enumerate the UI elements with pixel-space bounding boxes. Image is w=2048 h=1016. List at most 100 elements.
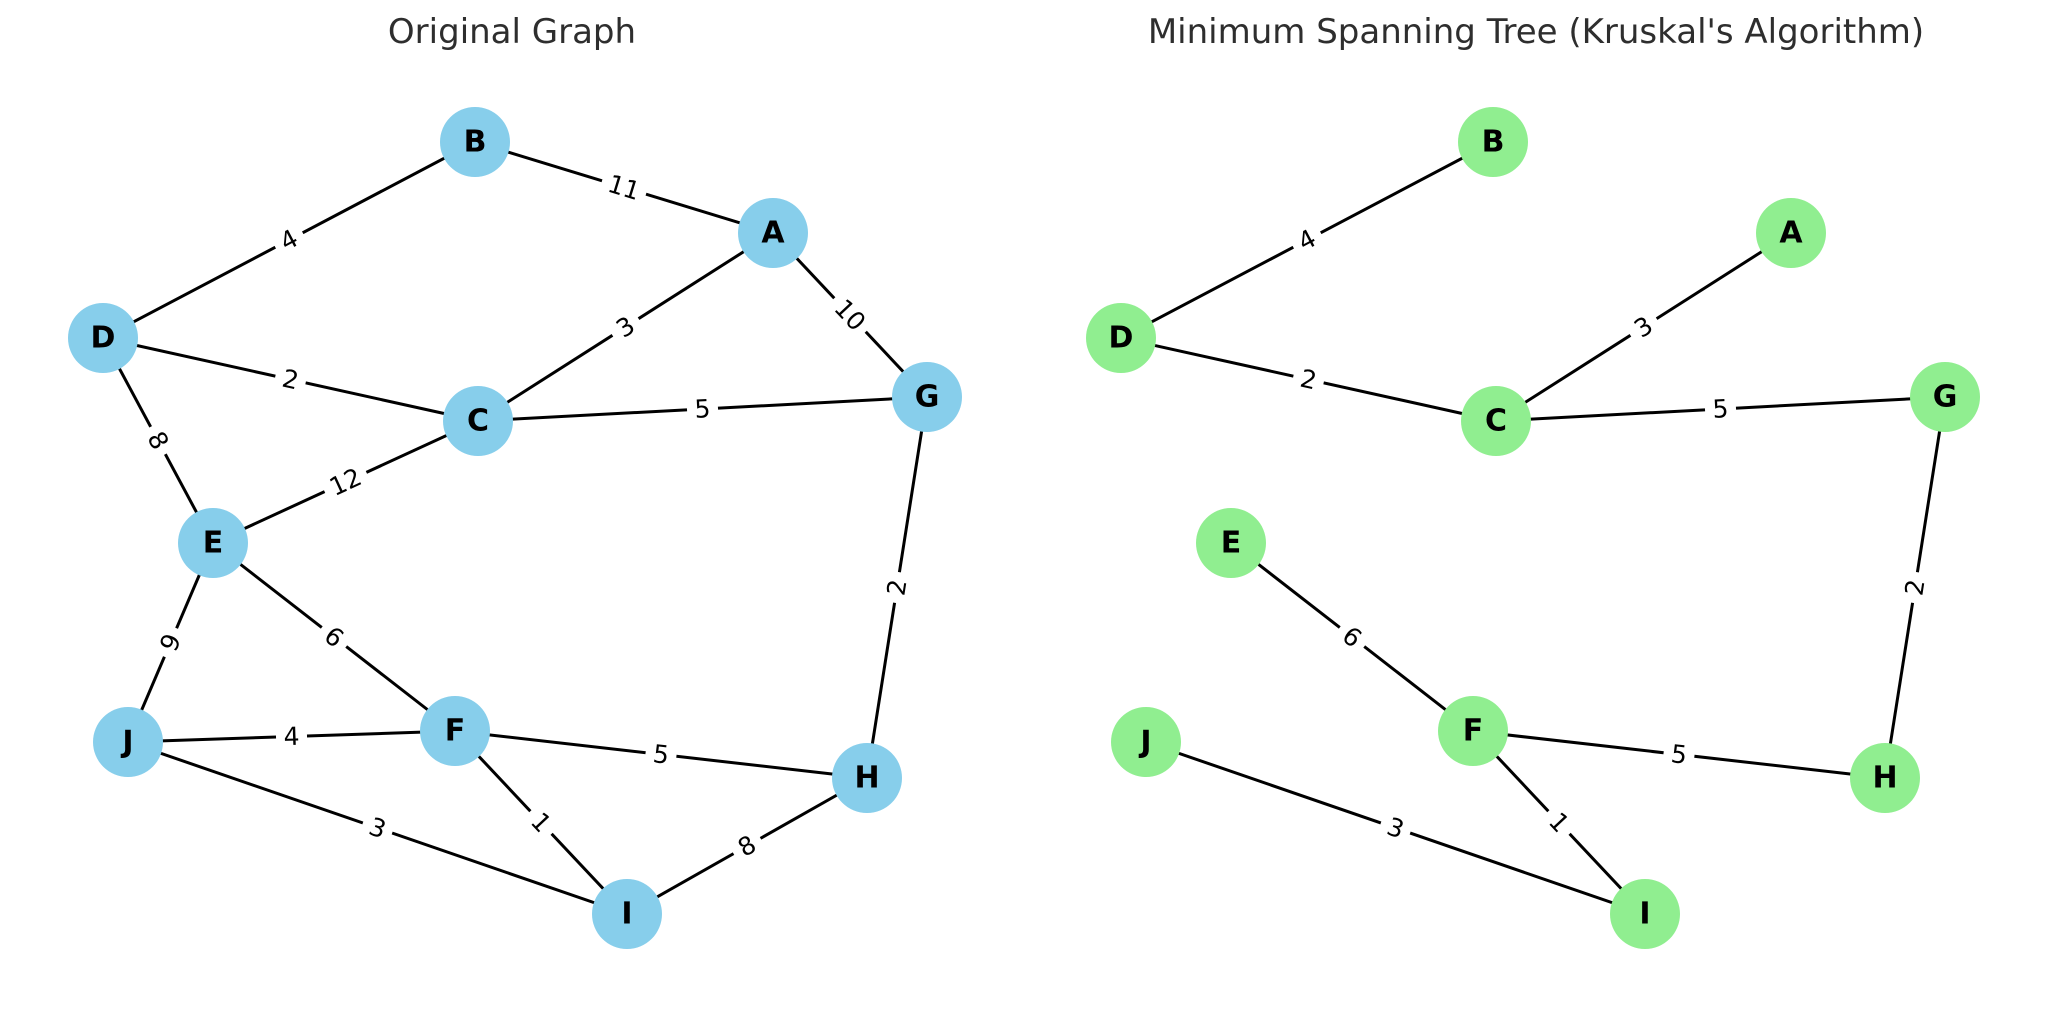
edge-label-bbox [318,458,373,506]
edge-weight-label-group: 5 [1661,737,1697,772]
edge-label-bbox [275,720,308,753]
graph-node-I [592,879,662,949]
edge-label-bbox [312,615,356,659]
node-label-D: D [91,321,116,356]
graph-node-H [1850,743,1920,813]
graph-node-B [440,107,510,177]
node-label-H: H [1872,761,1897,796]
edge-weight-label-group: 2 [1290,361,1327,398]
edge-label-bbox [1661,737,1697,772]
edge-label-bbox [1330,615,1374,659]
graph-node-D [68,303,138,373]
graph-node-C [443,386,513,456]
edge-weight-label-group: 3 [357,808,398,848]
edge-weight-label-group: 2 [272,361,309,398]
node-label-F: F [445,714,466,749]
node-label-F: F [1463,714,1484,749]
edge-label-bbox [1897,569,1933,606]
edge-label-bbox [268,219,310,261]
edge-weight-label: 4 [283,722,300,752]
graph-node-B [1458,107,1528,177]
node-label-E: E [1221,526,1242,561]
graph-node-C [1461,386,1531,456]
edge-label-bbox [725,824,769,868]
node-label-C: C [1485,404,1507,439]
edge-label-bbox [879,569,915,606]
edge-label-bbox [150,622,191,663]
graph-node-E [1196,508,1266,578]
node-label-B: B [464,125,487,160]
edge-label-bbox [1290,361,1327,398]
edge-weight-label-group: 2 [1897,569,1933,606]
graph-node-E [178,508,248,578]
edge-weight-label-group: 3 [604,305,647,349]
edge-weight-label-group: 6 [1330,615,1374,659]
edge-weight-label-group: 5 [686,392,719,426]
node-label-E: E [203,526,224,561]
node-label-G: G [1933,380,1958,415]
edge-weight-label: 2 [280,364,302,396]
edge-label-bbox [1537,800,1581,845]
edge-weight-label-group: 1 [519,800,563,845]
graph-node-F [420,696,490,766]
graph-node-G [1910,362,1980,432]
edge-weight-label-group: 11 [597,165,651,210]
edge-label-bbox [1375,808,1416,848]
node-label-D: D [1109,321,1134,356]
graph-node-H [832,743,902,813]
edge-weight-label: 2 [881,577,912,597]
graph-node-G [892,362,962,432]
node-label-C: C [467,404,489,439]
edge-label-bbox [1622,305,1665,349]
node-label-B: B [1482,125,1505,160]
graph-node-D [1086,303,1156,373]
edge-weight-label-group: 4 [268,219,310,261]
edge-label-bbox [604,305,647,349]
node-label-A: A [761,216,785,251]
edge-weight-label-group: 1 [1537,800,1581,845]
edge-label-bbox [137,419,179,462]
edge-weight-label: 2 [1899,577,1930,597]
edge-label-bbox [1286,219,1328,261]
graph-node-F [1438,696,1508,766]
edge-weight-label: 2 [1298,364,1320,396]
edge-weight-label-group: 5 [643,737,679,772]
edge-label-bbox [643,737,679,772]
edge-weight-label-group: 4 [1286,219,1328,261]
original-graph-title: Original Graph [387,12,637,52]
edge-weight-label-group: 2 [879,569,915,606]
graph-node-A [738,198,808,268]
edge-weight-label: 5 [651,739,670,770]
edge-label-bbox [822,287,878,343]
edge-label-bbox [686,392,719,426]
node-label-A: A [1779,216,1803,251]
edge-weight-label-group: 9 [150,622,191,663]
node-label-G: G [915,380,940,415]
node-label-J: J [120,725,133,760]
edge-weight-label-group: 12 [318,458,373,506]
edge-weight-label-group: 3 [1375,808,1416,848]
edge-weight-label-group: 4 [275,720,308,753]
mst-graph-title: Minimum Spanning Tree (Kruskal's Algorit… [1147,12,1925,52]
edge-weight-label-group: 8 [725,824,769,868]
graph-node-A [1756,198,1826,268]
graph-node-J [1111,707,1181,777]
edge-label-bbox [519,800,563,845]
edge-label-bbox [357,808,398,848]
edge-label-bbox [1704,392,1737,426]
edge-label-bbox [597,165,651,210]
node-label-I: I [1639,897,1650,932]
node-label-H: H [854,761,879,796]
edge-weight-label: 5 [694,394,711,424]
edge-weight-label: 5 [1669,739,1688,770]
edge-label-bbox [272,361,309,398]
graph-node-J [93,707,163,777]
edge-weight-label-group: 6 [312,615,356,659]
graph-node-I [1610,879,1680,949]
edge-weight-label-group: 8 [137,419,179,462]
edge-weight-label-group: 3 [1622,305,1665,349]
